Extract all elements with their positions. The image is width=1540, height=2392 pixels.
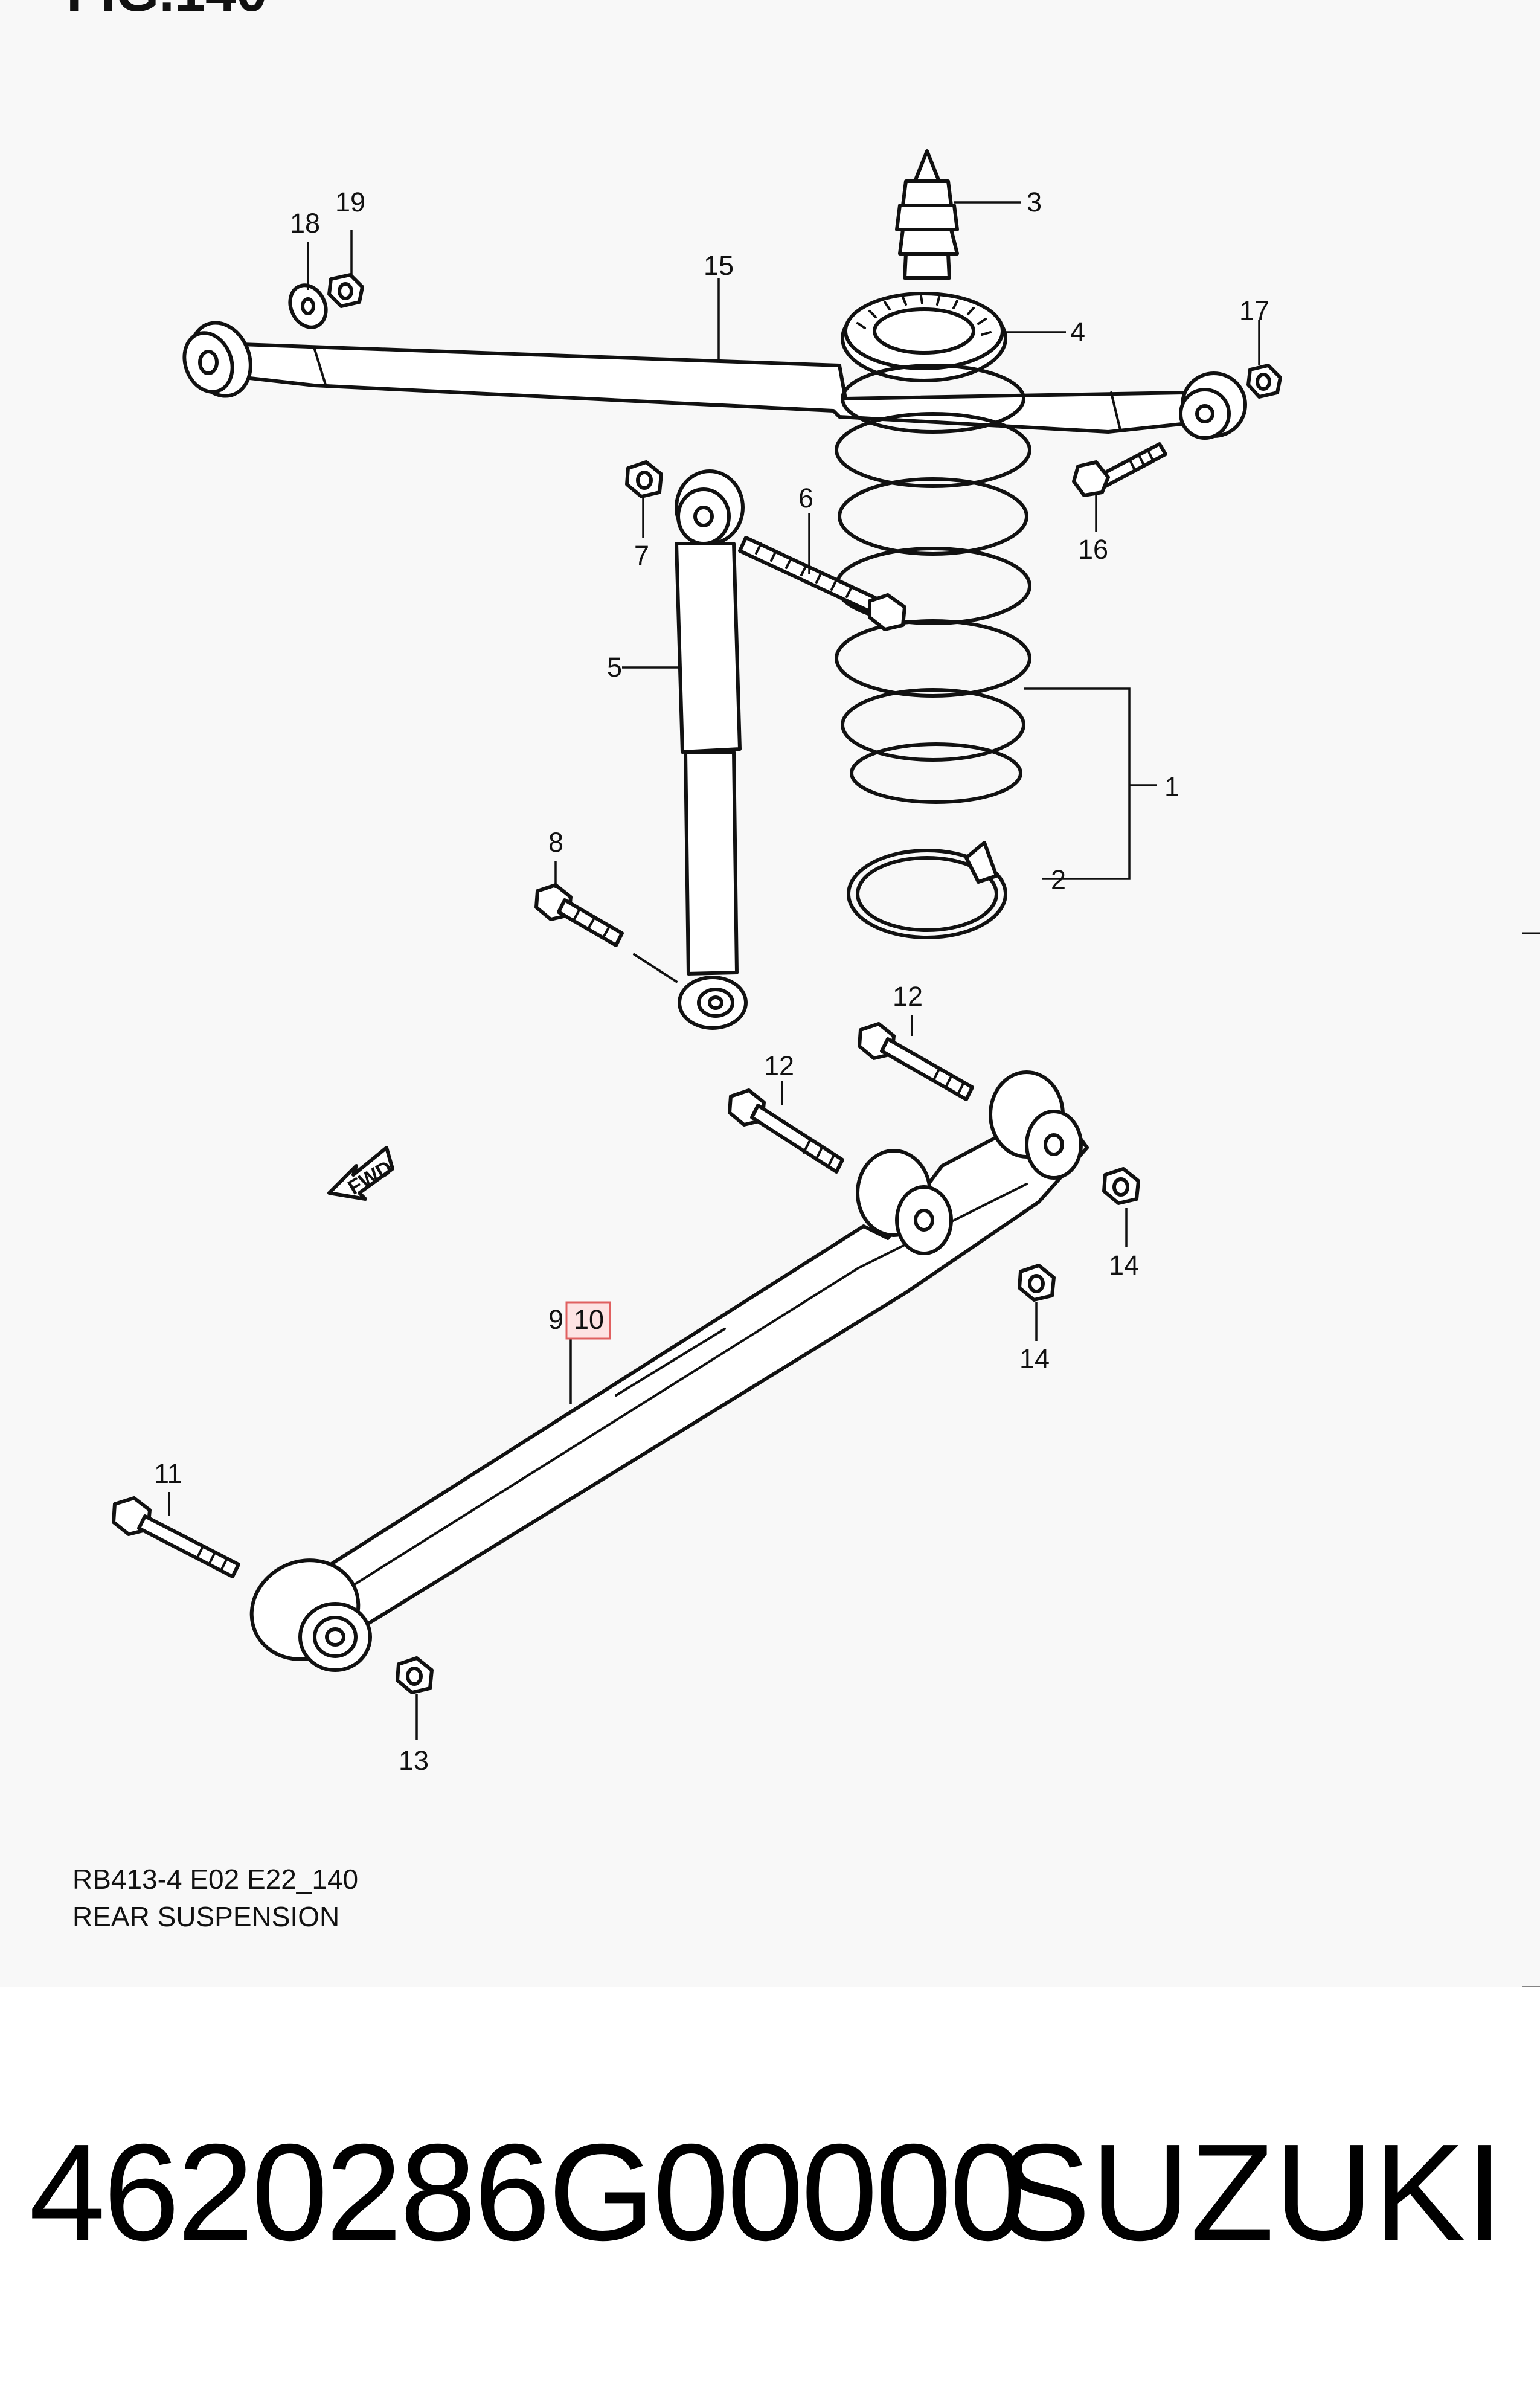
bolt-part-6[interactable] [738, 536, 906, 631]
callout-1[interactable]: 1 [1164, 771, 1179, 802]
nut-part-14-lower[interactable] [1018, 1264, 1056, 1302]
callout-2[interactable]: 2 [1051, 864, 1066, 895]
part-number: 4620286G00000 [29, 2116, 1026, 2269]
caption-code: RB413-4 E02 E22_140 [72, 1863, 359, 1895]
callout-7[interactable]: 7 [634, 540, 649, 571]
nut-part-7[interactable] [625, 460, 663, 498]
bolt-part-12-lower[interactable] [728, 1088, 844, 1174]
bump-stopper-part-3[interactable] [895, 149, 959, 280]
nut-part-13[interactable] [396, 1656, 434, 1694]
callout-8[interactable]: 8 [548, 827, 563, 858]
bolt-part-8[interactable] [534, 883, 678, 983]
callout-5[interactable]: 5 [607, 652, 622, 683]
bolt-part-11[interactable] [112, 1496, 240, 1578]
callout-17[interactable]: 17 [1239, 295, 1269, 326]
bolt-part-12-upper[interactable] [858, 1022, 974, 1101]
figure-title: FIG.140 [66, 0, 267, 23]
callout-10[interactable]: 10 [574, 1304, 604, 1335]
callout-14-lower[interactable]: 14 [1019, 1343, 1050, 1374]
diagram-panel: FIG.140 [66, 0, 1540, 1987]
spring-seat-part-4[interactable] [841, 292, 1007, 382]
callout-14-right[interactable]: 14 [1109, 1250, 1139, 1281]
callout-3[interactable]: 3 [1027, 187, 1042, 217]
footer: 4620286G00000 SUZUKI [0, 2116, 1540, 2269]
nut-part-19[interactable] [327, 273, 364, 308]
fwd-arrow-icon: FWD [327, 1146, 396, 1201]
callout-19[interactable]: 19 [335, 187, 365, 217]
coil-spring-part-1[interactable] [835, 364, 1031, 804]
lateral-rod-part-15[interactable] [176, 314, 1247, 440]
washer-part-18[interactable] [283, 280, 332, 333]
callout-16[interactable]: 16 [1078, 534, 1108, 565]
shock-absorber-part-5[interactable] [675, 469, 748, 1030]
callout-12-upper[interactable]: 12 [893, 981, 923, 1012]
callout-4[interactable]: 4 [1070, 317, 1085, 347]
callout-12-lower[interactable]: 12 [764, 1050, 794, 1081]
leader-lines [168, 201, 1260, 1740]
callout-labels: 18 19 15 3 4 17 16 6 7 5 1 2 8 12 12 14 … [154, 187, 1269, 1776]
callout-6[interactable]: 6 [798, 483, 813, 513]
parts-diagram: FIG.140 [66, 0, 1540, 1987]
callout-18[interactable]: 18 [290, 208, 320, 239]
callout-13[interactable]: 13 [399, 1745, 429, 1776]
lower-spring-seat-part-2[interactable] [847, 841, 1007, 939]
bolt-part-16[interactable] [1072, 442, 1167, 497]
caption-title: REAR SUSPENSION [72, 1901, 340, 1932]
callout-15[interactable]: 15 [704, 250, 734, 281]
callout-9[interactable]: 9 [548, 1304, 563, 1335]
diagram-caption: RB413-4 E02 E22_140 REAR SUSPENSION [72, 1860, 358, 1935]
highlight-box-10 [565, 1301, 611, 1340]
callout-11[interactable]: 11 [154, 1458, 182, 1489]
brand-name: SUZUKI [998, 2116, 1504, 2269]
trailing-arm-part-9-10[interactable] [236, 1070, 1089, 1677]
nut-part-14-right[interactable] [1102, 1167, 1140, 1205]
nut-part-17[interactable] [1246, 364, 1282, 399]
